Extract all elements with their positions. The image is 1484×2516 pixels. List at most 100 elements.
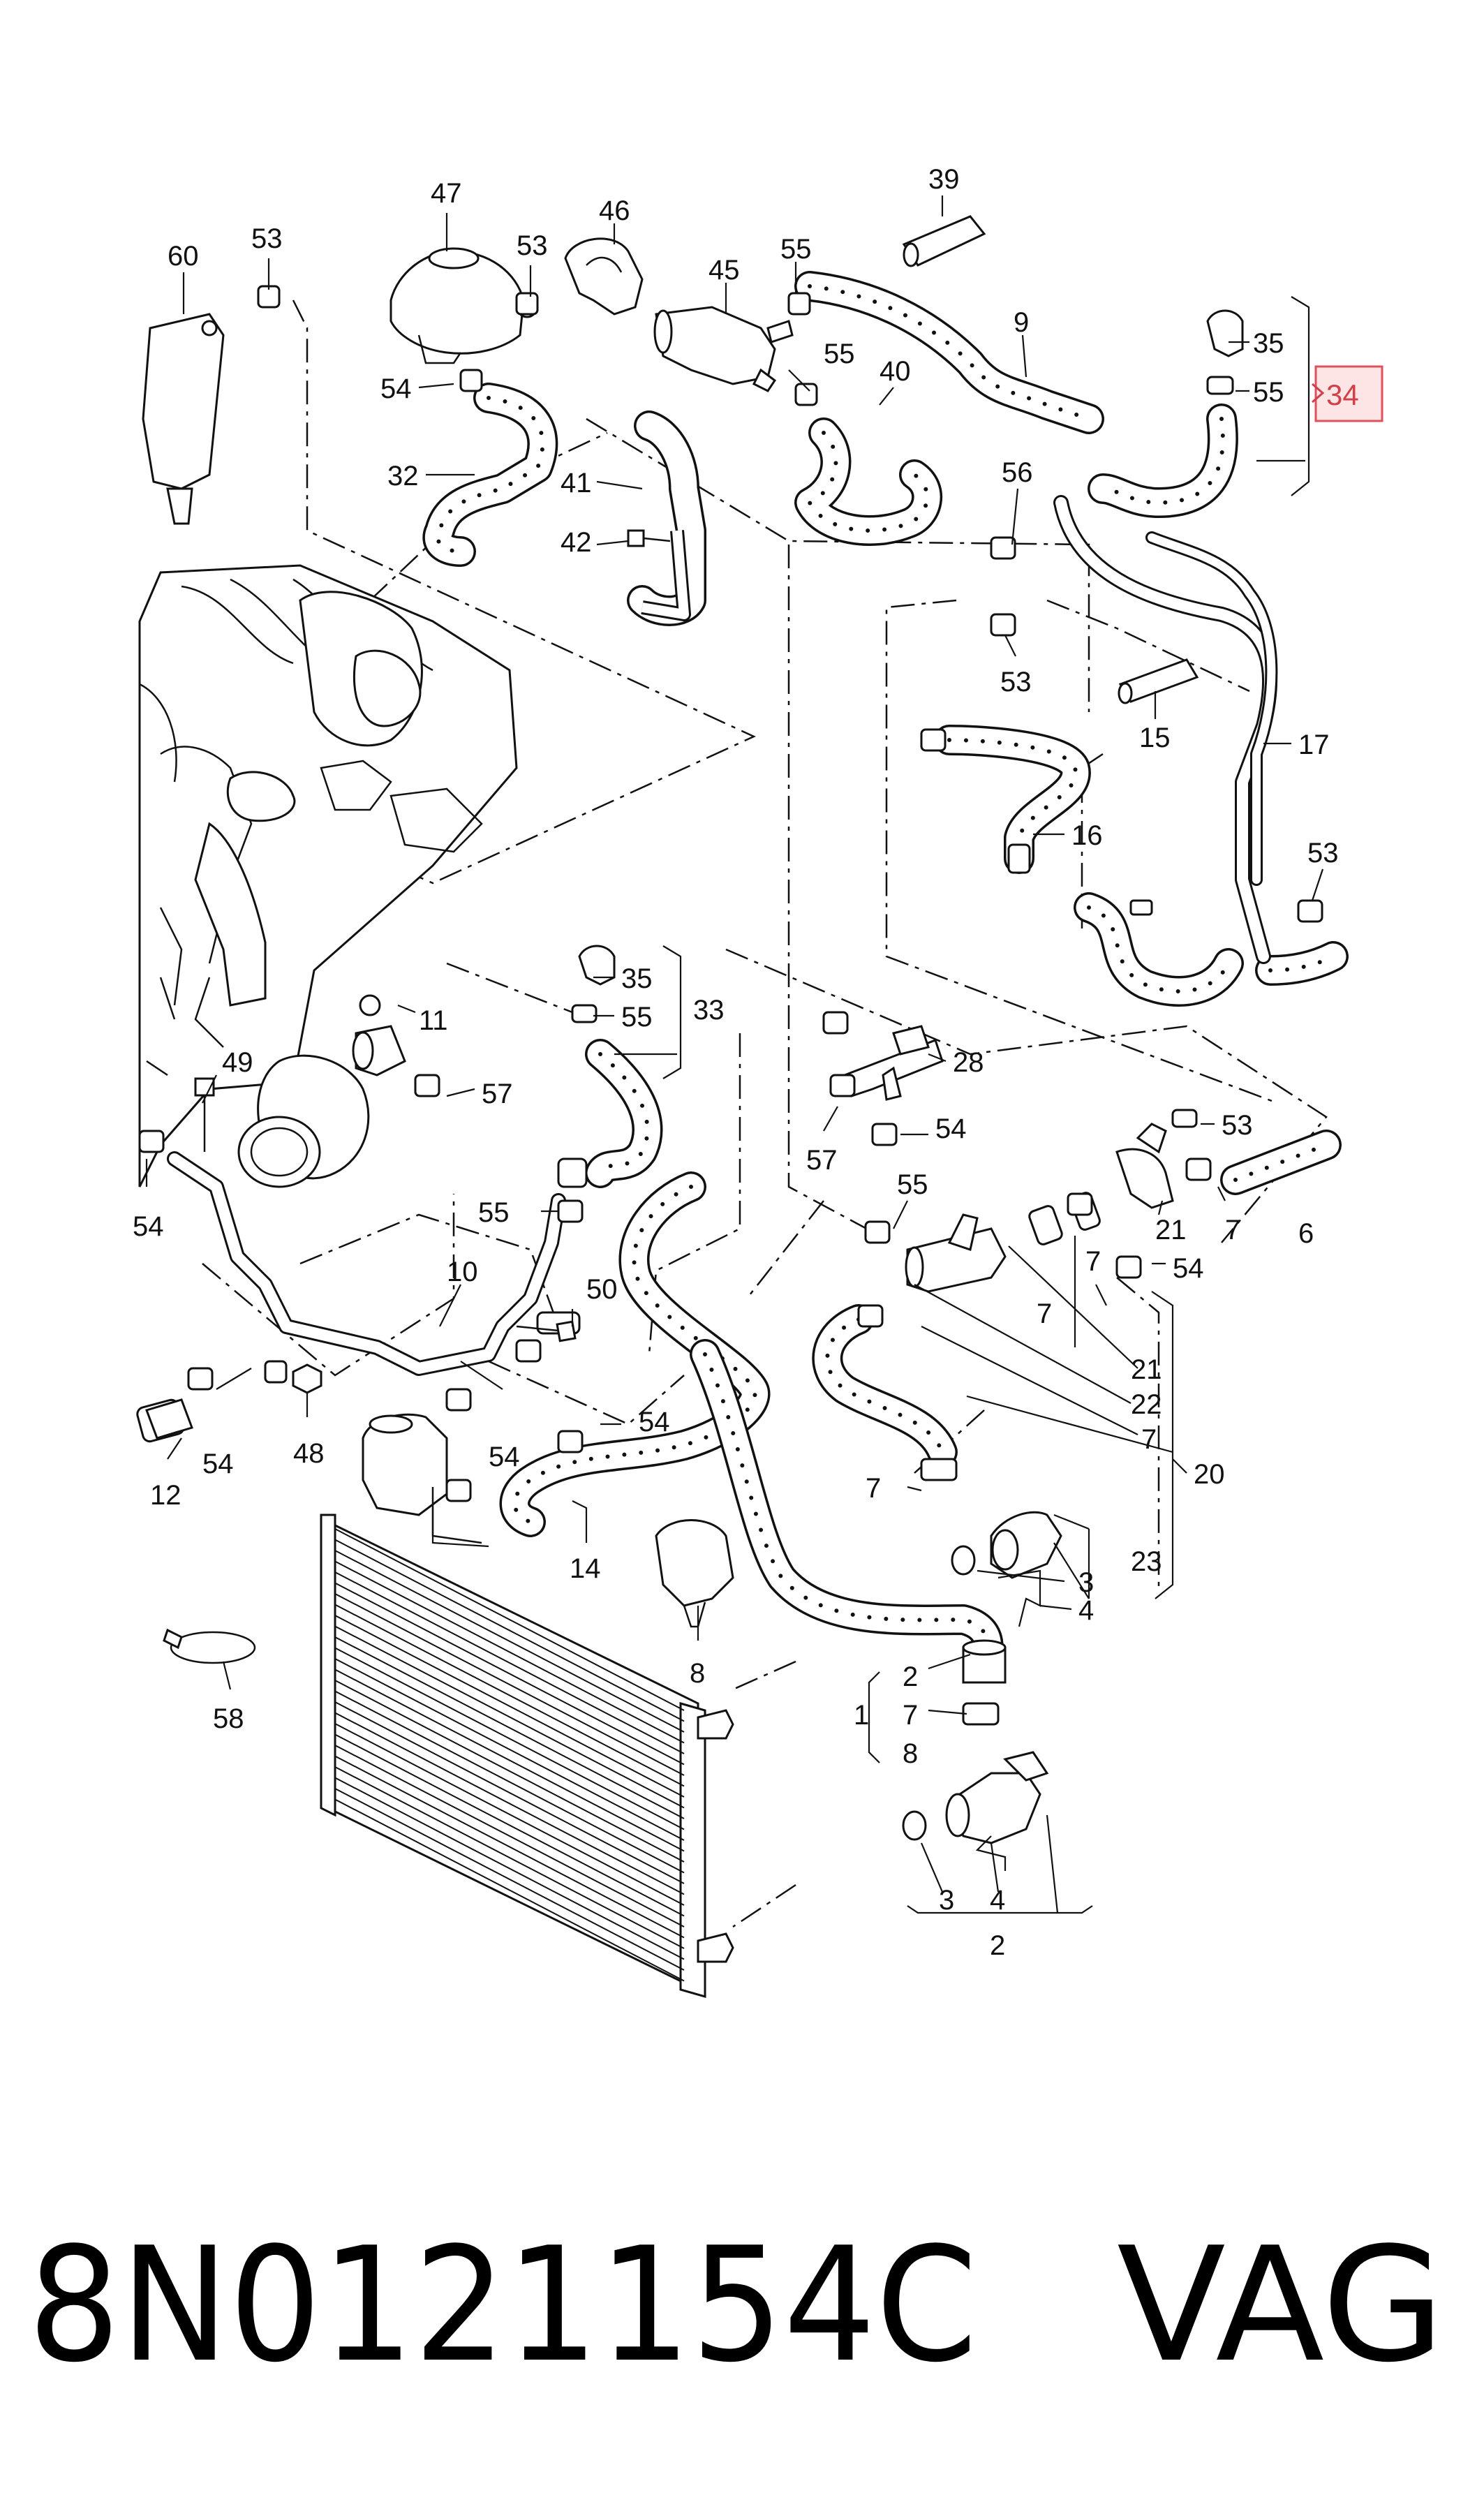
part-label: 46 xyxy=(599,195,630,226)
part-label: 42 xyxy=(561,527,592,558)
part-label: 39 xyxy=(928,164,960,195)
radiator-fin xyxy=(334,1755,685,1939)
part-label: 4 xyxy=(1078,1595,1094,1626)
part-label: 33 xyxy=(693,995,725,1026)
bolt-50 xyxy=(516,1320,577,1342)
radiator-fin xyxy=(334,1777,685,1960)
part-label: 55 xyxy=(478,1197,510,1228)
leader-lines xyxy=(145,195,1324,1914)
part-label: 6 xyxy=(1298,1218,1314,1249)
radiator-fin xyxy=(334,1788,685,1971)
part-label: 7 xyxy=(1225,1215,1240,1245)
o-ring-3-upper xyxy=(951,1545,976,1576)
part-label: 54 xyxy=(1173,1253,1204,1284)
part-label: 41 xyxy=(561,468,592,498)
nut-48 xyxy=(292,1363,322,1394)
connector-22 xyxy=(905,1213,1007,1293)
part-label: 22 xyxy=(1131,1389,1162,1420)
part-label: 56 xyxy=(1002,457,1033,488)
radiator-fin xyxy=(334,1539,685,1722)
pipes xyxy=(167,495,1278,1376)
radiator-fin xyxy=(334,1701,685,1884)
part-label: 55 xyxy=(824,339,855,369)
part-label: 55 xyxy=(897,1169,928,1200)
part-label: 17 xyxy=(1298,730,1330,760)
components xyxy=(136,215,1323,1844)
part-label: 57 xyxy=(482,1079,513,1109)
tee-28 xyxy=(843,1025,944,1101)
part-label: 35 xyxy=(1253,328,1284,359)
radiator-fin xyxy=(334,1668,685,1852)
hose-20 xyxy=(812,1304,958,1467)
part-label: 55 xyxy=(1253,377,1284,408)
strap-58 xyxy=(163,1628,256,1664)
part-label: 14 xyxy=(570,1553,601,1584)
hose-6 xyxy=(1220,1130,1342,1195)
part-label: 55 xyxy=(621,1002,653,1033)
part-label: 28 xyxy=(953,1047,984,1078)
part-number: 8N0121154C xyxy=(28,2214,977,2397)
part-label: 55 xyxy=(780,234,812,265)
part-labels: 60 53 47 53 46 45 55 39 9 35 55 54 55 40… xyxy=(133,164,1339,1961)
radiator-fin xyxy=(334,1625,685,1809)
part-label: 45 xyxy=(708,255,740,286)
highlight-34[interactable]: 34 xyxy=(1312,365,1383,422)
part-label: 50 xyxy=(586,1274,618,1305)
part-label: 54 xyxy=(380,373,412,404)
radiator-fin xyxy=(334,1528,685,1711)
sleeve-39 xyxy=(902,215,986,267)
hose-32 xyxy=(422,383,558,567)
hose-17-lower xyxy=(1074,892,1349,1007)
hose-33 xyxy=(585,1039,663,1188)
part-label: 35 xyxy=(621,963,653,994)
radiator-fin xyxy=(334,1712,685,1895)
hoses xyxy=(422,271,1349,1677)
sleeve-15 xyxy=(1118,658,1199,704)
part-label: 53 xyxy=(1000,667,1032,697)
part-label: 8 xyxy=(903,1738,918,1769)
flange-57 xyxy=(352,1025,406,1076)
radiator-fin xyxy=(334,1658,685,1841)
radiator-fin xyxy=(334,1766,685,1949)
part-label: 1 xyxy=(854,1700,869,1731)
part-label: 54 xyxy=(935,1113,967,1144)
o-ring-3-lower xyxy=(902,1810,927,1841)
radiator-fin xyxy=(334,1582,685,1766)
part-label-34: 34 xyxy=(1326,378,1359,411)
flange-23 xyxy=(990,1511,1062,1579)
reservoir-small xyxy=(362,1413,482,1544)
part-label: 9 xyxy=(1014,307,1029,338)
part-label: 4 xyxy=(990,1885,1005,1916)
part-label: 7 xyxy=(1141,1424,1157,1455)
bracket-8 xyxy=(655,1519,734,1628)
part-label: 20 xyxy=(1194,1459,1225,1490)
part-label: 7 xyxy=(1037,1298,1052,1329)
part-label: 11 xyxy=(419,1005,448,1036)
bolt-42 xyxy=(627,529,671,547)
radiator xyxy=(320,1514,734,1998)
radiator-fin xyxy=(334,1593,685,1776)
hose-34 xyxy=(1088,404,1238,518)
part-label: 54 xyxy=(639,1407,670,1437)
part-label: 3 xyxy=(939,1885,954,1916)
hose-14 xyxy=(499,1171,771,1537)
part-label: 3 xyxy=(1078,1567,1094,1598)
radiator-fin xyxy=(334,1745,685,1927)
bolt-49 xyxy=(194,1077,215,1152)
footer: 8N0121154C VAG xyxy=(28,2214,1445,2397)
part-label: 60 xyxy=(168,241,199,272)
hose-40 xyxy=(794,417,942,546)
radiator-fin xyxy=(334,1571,685,1754)
radiator-fin xyxy=(334,1723,685,1906)
reservoir-60 xyxy=(142,313,225,525)
part-label: 57 xyxy=(806,1145,838,1176)
part-label: 47 xyxy=(431,178,462,209)
radiator-fin xyxy=(334,1680,685,1863)
part-label: 53 xyxy=(1222,1110,1253,1141)
radiator-fin xyxy=(334,1550,685,1733)
part-label: 21 xyxy=(1155,1215,1187,1245)
part-label: 23 xyxy=(1131,1546,1162,1577)
bracket-46 xyxy=(564,237,644,316)
part-label: 15 xyxy=(1139,723,1171,753)
